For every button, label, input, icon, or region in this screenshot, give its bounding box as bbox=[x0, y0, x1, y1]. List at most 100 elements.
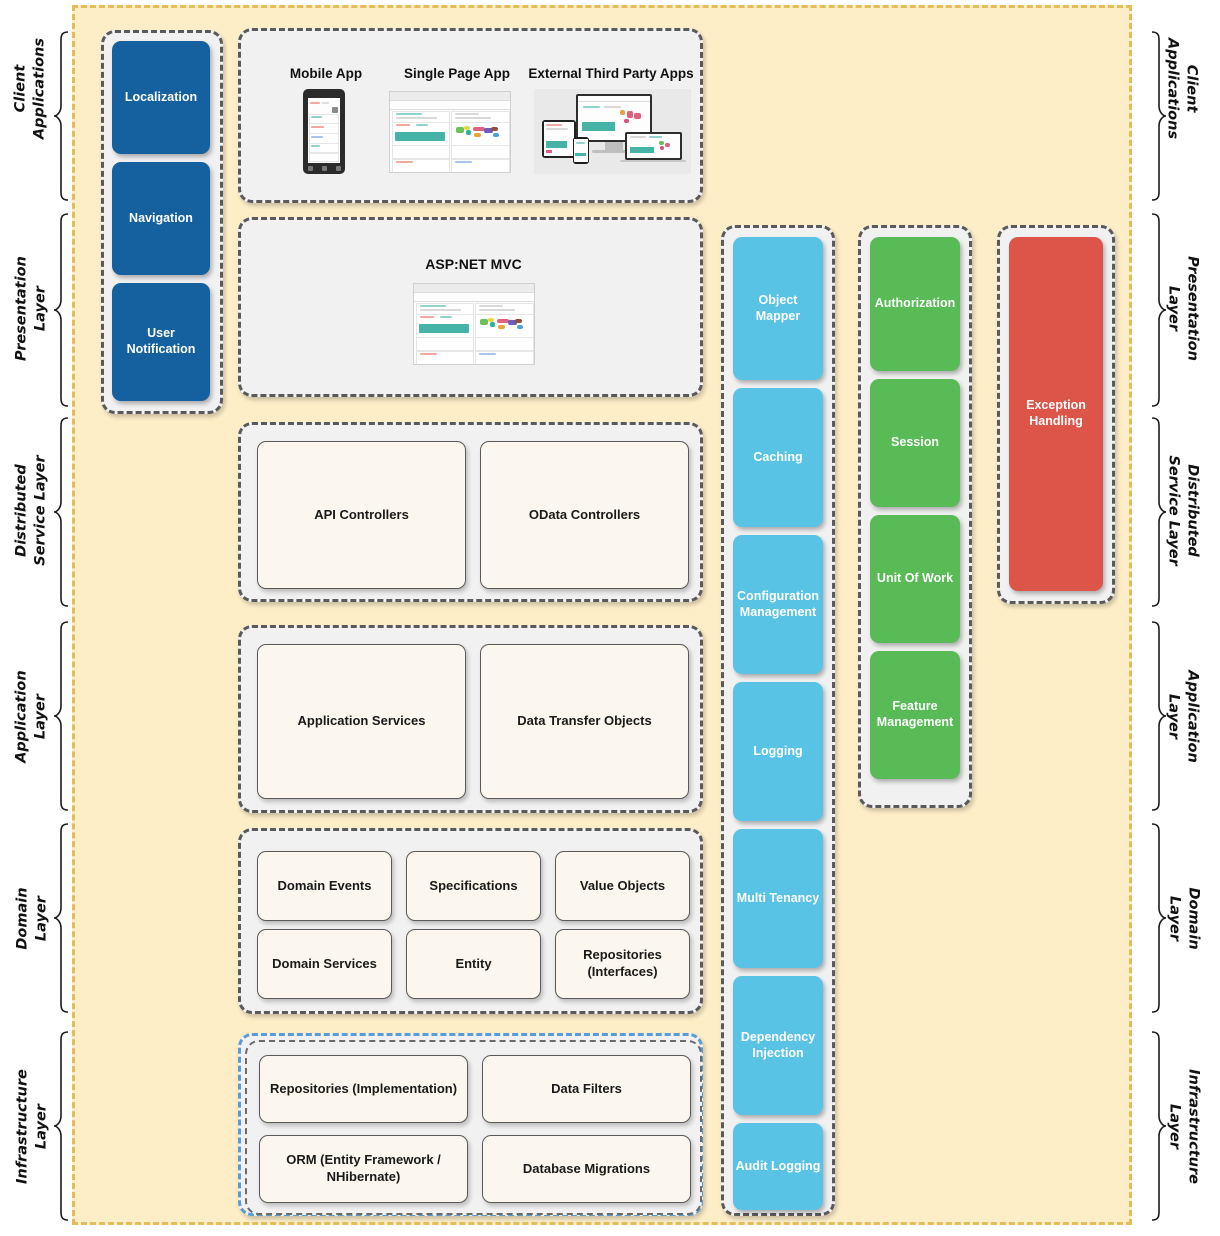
card-label: Configuration Management bbox=[737, 589, 819, 620]
label-line-1: Distributed bbox=[13, 464, 30, 557]
browser-chrome-bar bbox=[390, 92, 510, 101]
thumb-label-mobile-app: Mobile App bbox=[289, 66, 363, 81]
card-label-line-2: Injection bbox=[752, 1045, 804, 1060]
card-authorization[interactable]: Authorization bbox=[870, 237, 960, 371]
browser-chrome-bar bbox=[414, 284, 534, 293]
brace-right-application-layer bbox=[1148, 620, 1168, 812]
left-label-distributed-service-layer: Distributed Service Layer bbox=[12, 444, 49, 578]
mini-dashboard bbox=[308, 98, 340, 163]
card-label: Caching bbox=[753, 449, 803, 464]
card-label-line-1: User bbox=[147, 326, 175, 341]
card-label: Dependency Injection bbox=[741, 1030, 815, 1061]
right-label-presentation-layer: Presentation Layer bbox=[1164, 246, 1201, 372]
card-user-notification[interactable]: User Notification bbox=[112, 283, 210, 401]
card-label-line-2: Management bbox=[876, 715, 954, 729]
aspnet-mvc-screenshot bbox=[413, 283, 535, 365]
box-odata-controllers[interactable]: OData Controllers bbox=[480, 441, 689, 589]
box-domain-services[interactable]: Domain Services bbox=[257, 929, 392, 999]
card-label-line-1: Configuration bbox=[737, 588, 819, 603]
mini-dashboard bbox=[414, 293, 534, 364]
crosscutting-green-column-group: Authorization Session Unit Of Work Featu… bbox=[858, 225, 972, 808]
crosscutting-cyan-column-group: Object Mapper Caching Configuration Mana… bbox=[721, 225, 835, 1216]
right-label-client-applications: Client Applications bbox=[1163, 29, 1200, 149]
box-database-migrations[interactable]: Database Migrations bbox=[482, 1135, 691, 1203]
card-unit-of-work[interactable]: Unit Of Work bbox=[870, 515, 960, 643]
box-label: Repositories (Interfaces) bbox=[583, 947, 662, 981]
label-line-1: Distributed bbox=[1184, 464, 1201, 557]
card-label-line-2: Notification bbox=[126, 342, 196, 356]
brace-right-domain-layer bbox=[1148, 822, 1168, 1014]
box-data-transfer-objects[interactable]: Data Transfer Objects bbox=[480, 644, 689, 799]
box-value-objects[interactable]: Value Objects bbox=[555, 851, 690, 921]
phone-nav-bar bbox=[303, 163, 345, 173]
card-label-line-1: Exception bbox=[1026, 398, 1086, 413]
label-line-1: Application bbox=[13, 670, 30, 763]
box-application-services[interactable]: Application Services bbox=[257, 644, 466, 799]
label-line-2: Layer bbox=[1167, 1104, 1183, 1150]
label-line-2: Service Layer bbox=[32, 455, 48, 566]
label-line-1: Presentation bbox=[1184, 256, 1201, 361]
box-domain-events[interactable]: Domain Events bbox=[257, 851, 392, 921]
brace-client-applications bbox=[52, 30, 72, 202]
card-label: Unit Of Work bbox=[876, 571, 954, 586]
card-audit-logging[interactable]: Audit Logging bbox=[733, 1123, 823, 1210]
card-dependency-injection[interactable]: Dependency Injection bbox=[733, 976, 823, 1115]
brace-application-layer bbox=[52, 620, 72, 812]
box-repositories-interfaces[interactable]: Repositories (Interfaces) bbox=[555, 929, 690, 999]
external-third-party-apps-screenshot bbox=[534, 89, 691, 174]
box-label-line-2: (Interfaces) bbox=[587, 964, 658, 979]
box-orm[interactable]: ORM (Entity Framework / NHibernate) bbox=[259, 1135, 468, 1203]
box-specifications[interactable]: Specifications bbox=[406, 851, 541, 921]
client-side-column-group: Localization Navigation User Notificatio… bbox=[101, 30, 223, 414]
domain-layer-group: Domain Events Specifications Value Objec… bbox=[238, 828, 703, 1014]
card-logging[interactable]: Logging bbox=[733, 682, 823, 821]
box-entity[interactable]: Entity bbox=[406, 929, 541, 999]
card-navigation[interactable]: Navigation bbox=[112, 162, 210, 275]
card-label: Session bbox=[891, 435, 939, 450]
card-localization[interactable]: Localization bbox=[112, 41, 210, 154]
mini-dashboard bbox=[390, 101, 510, 172]
thumb-label-external-third-party-apps: External Third Party Apps bbox=[528, 66, 694, 81]
box-label-line-1: ORM (Entity Framework / bbox=[286, 1152, 441, 1168]
left-label-client-applications: Client Applications bbox=[11, 29, 48, 149]
card-caching[interactable]: Caching bbox=[733, 388, 823, 527]
monitor-stand bbox=[604, 141, 624, 151]
label-line-2: Layer bbox=[32, 694, 48, 740]
box-label-line-2: NHibernate) bbox=[326, 1169, 401, 1184]
label-line-2: Layer bbox=[32, 286, 48, 332]
card-exception-handling[interactable]: Exception Handling bbox=[1009, 237, 1103, 591]
box-repositories-implementation[interactable]: Repositories (Implementation) bbox=[259, 1055, 468, 1123]
mobile-app-screenshot bbox=[303, 89, 345, 174]
right-label-distributed-service-layer: Distributed Service Layer bbox=[1164, 444, 1201, 578]
single-page-app-screenshot bbox=[389, 91, 511, 173]
card-multi-tenancy[interactable]: Multi Tenancy bbox=[733, 829, 823, 968]
right-label-infrastructure-layer: Infrastructure Layer bbox=[1165, 1057, 1202, 1197]
card-session[interactable]: Session bbox=[870, 379, 960, 507]
card-label: Exception Handling bbox=[1026, 398, 1086, 429]
brace-right-presentation-layer bbox=[1148, 212, 1168, 408]
architecture-diagram-container: Localization Navigation User Notificatio… bbox=[72, 5, 1132, 1225]
card-label: Authorization bbox=[874, 296, 956, 311]
card-label: Multi Tenancy bbox=[736, 890, 820, 905]
label-line-2: Layer bbox=[33, 896, 49, 942]
left-label-domain-layer: Domain Layer bbox=[13, 865, 50, 973]
brace-domain-layer bbox=[52, 822, 72, 1014]
card-configuration-management[interactable]: Configuration Management bbox=[733, 535, 823, 674]
label-line-1: Infrastructure bbox=[14, 1069, 31, 1184]
right-label-application-layer: Application Layer bbox=[1164, 656, 1201, 778]
card-object-mapper[interactable]: Object Mapper bbox=[733, 237, 823, 380]
label-line-1: Application bbox=[1184, 670, 1201, 763]
card-label: Object Mapper bbox=[755, 292, 801, 323]
exception-handling-column-group: Exception Handling bbox=[997, 225, 1115, 604]
infrastructure-layer-group: Repositories (Implementation) Data Filte… bbox=[238, 1033, 703, 1216]
box-label: ORM (Entity Framework / NHibernate) bbox=[286, 1152, 441, 1186]
distributed-service-layer-group: API Controllers OData Controllers bbox=[238, 422, 703, 602]
box-data-filters[interactable]: Data Filters bbox=[482, 1055, 691, 1123]
label-line-1: Domain bbox=[1185, 887, 1202, 950]
label-line-1: Client bbox=[1183, 64, 1200, 113]
brace-presentation-layer bbox=[52, 212, 72, 408]
card-feature-management[interactable]: Feature Management bbox=[870, 651, 960, 779]
label-line-1: Domain bbox=[14, 887, 31, 950]
label-line-2: Applications bbox=[31, 37, 47, 140]
box-api-controllers[interactable]: API Controllers bbox=[257, 441, 466, 589]
